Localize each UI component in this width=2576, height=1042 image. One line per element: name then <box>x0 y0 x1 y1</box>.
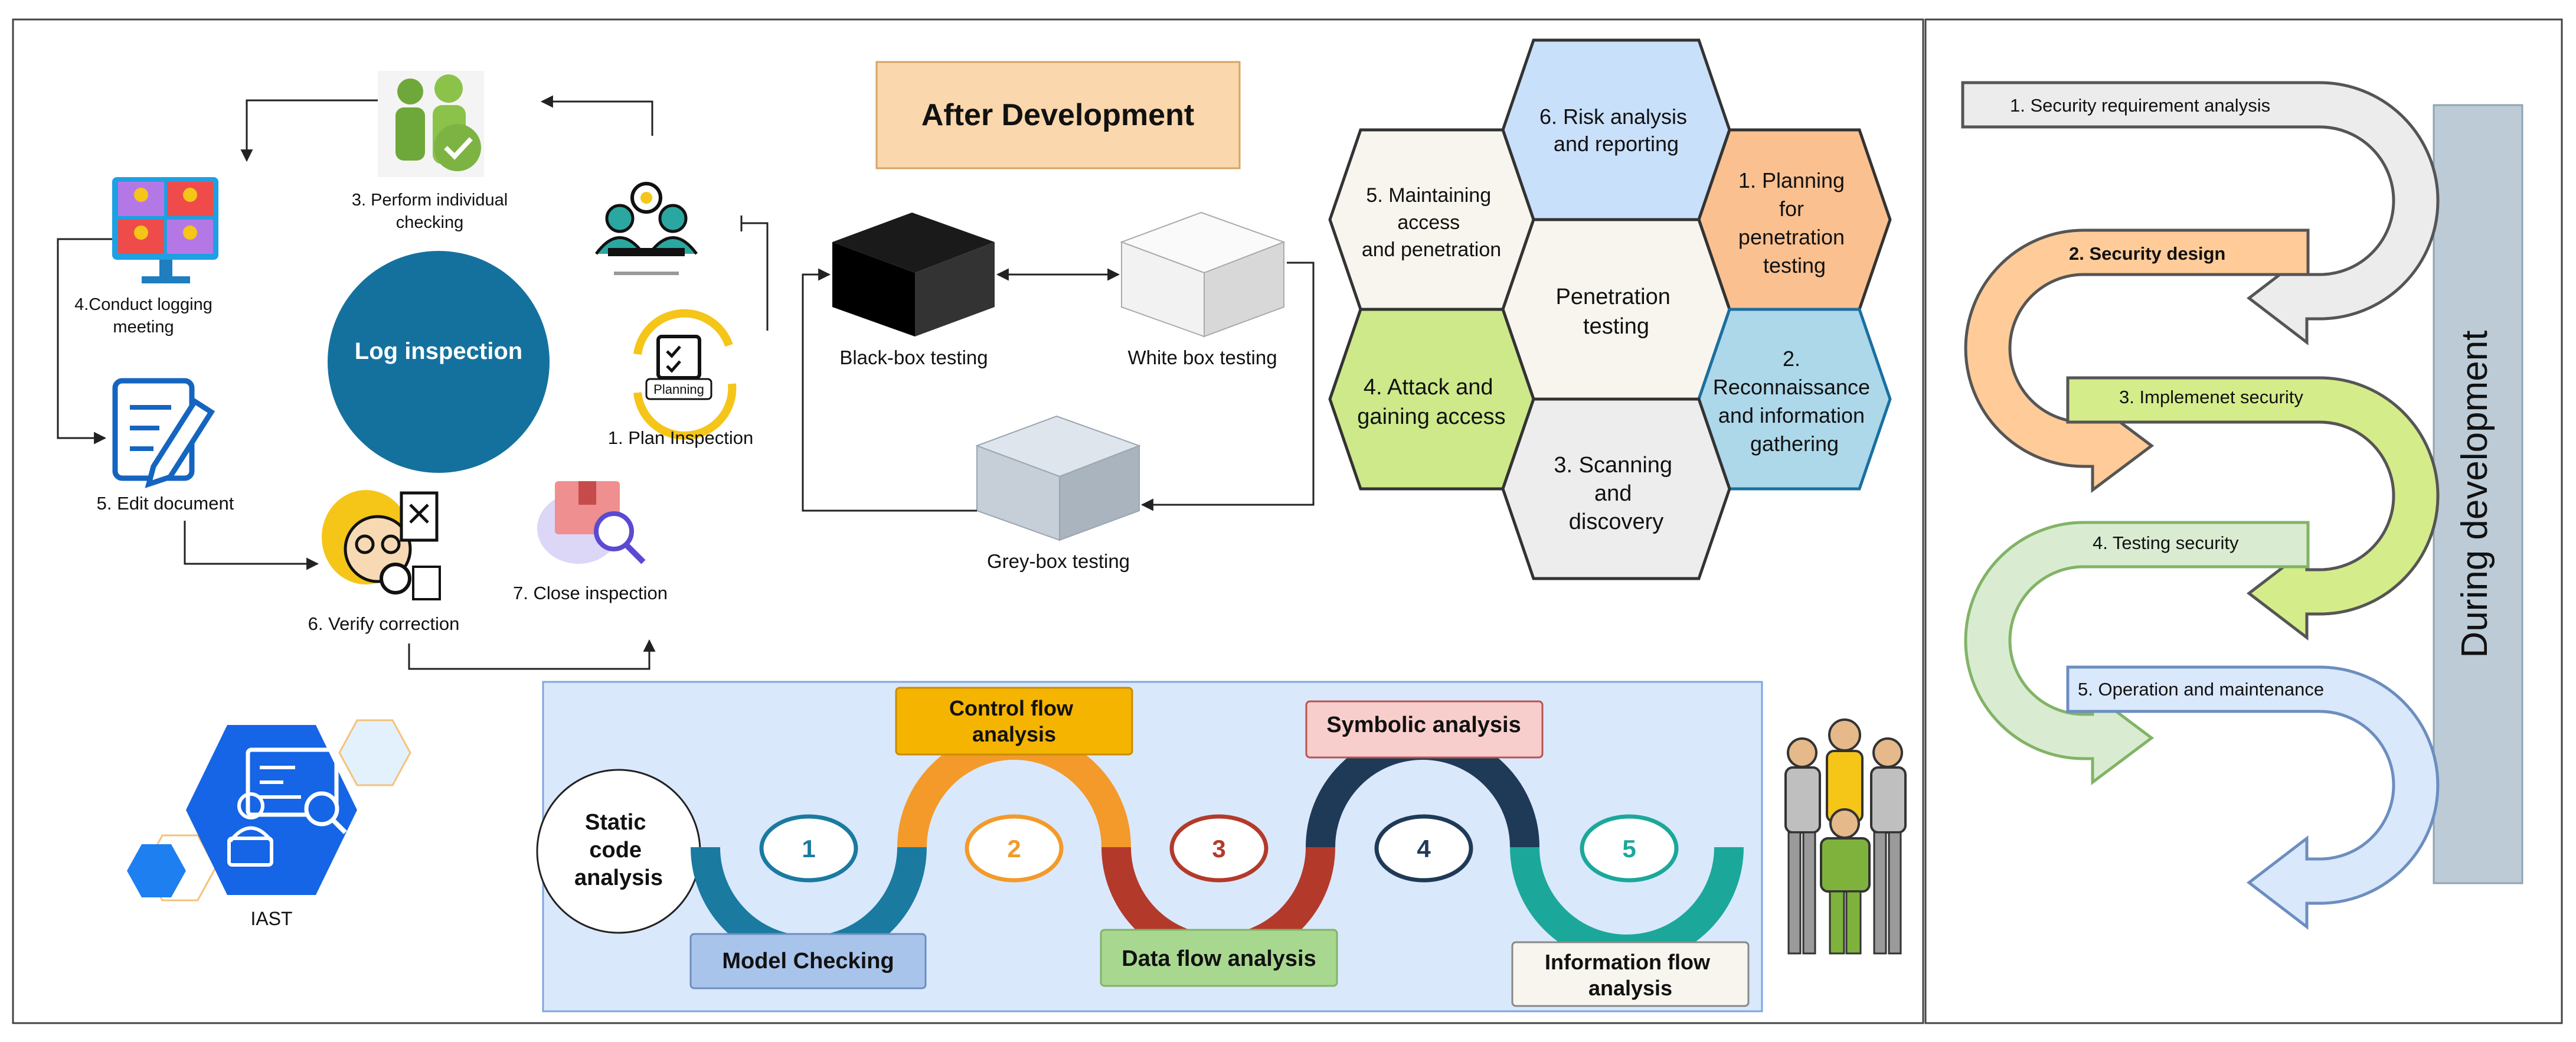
black-box-cube <box>832 213 995 337</box>
hex-scanning-shape <box>1501 397 1731 580</box>
spiral-step-5-label: 5. Operation and maintenance <box>2078 679 2324 700</box>
badge-1-number: 1 <box>802 835 815 863</box>
spiral-step-4-label: 4. Testing security <box>2093 533 2239 553</box>
spiral-step-3-label: 3. Implemenet security <box>2119 387 2303 407</box>
after-development-section: After Development Black-box testing Whit… <box>802 61 1315 572</box>
log-inspection-cycle: Log inspection Planning 1. Plan Inspecti… <box>57 71 769 670</box>
iast-code-icon <box>227 747 347 867</box>
badge-5 <box>1580 814 1679 883</box>
after-development-title: After Development <box>921 98 1194 132</box>
grey-box-label: Grey-box testing <box>987 550 1130 572</box>
edit-document-icon <box>112 378 215 488</box>
badge-4-number: 4 <box>1417 835 1431 863</box>
right-panel-frame <box>1924 18 2563 1024</box>
white-to-grey-connector <box>1140 262 1315 511</box>
plan-inspection-icon: Planning <box>633 309 737 440</box>
symbolic-box <box>1305 700 1544 759</box>
team-illustration <box>1784 718 1907 955</box>
hex-recon-shape <box>1697 308 1892 491</box>
verify-correction-icon <box>322 490 441 600</box>
video-meeting-icon <box>112 177 218 283</box>
information-flow-box <box>1511 941 1750 1007</box>
step3-label: 3. Perform individual <box>352 191 508 210</box>
grey-to-black-connector <box>802 268 977 512</box>
badge-3 <box>1169 814 1269 883</box>
black-box-label: Black-box testing <box>839 347 988 368</box>
hex-planning-text: 1. Planning for penetration testing <box>1738 168 1851 277</box>
log-inspection-title: Log inspection <box>355 338 522 364</box>
close-inspection-icon <box>537 481 646 564</box>
arrow-planning-to-meeting <box>741 222 769 331</box>
log-inspection-circle <box>328 251 550 473</box>
hex-scanning-text: 3. Scanning and discovery <box>1554 453 1678 534</box>
step4-label: 4.Conduct logging <box>74 295 213 314</box>
spiral-step-1-label: 1. Security requirement analysis <box>2010 95 2270 116</box>
spiral-arrow-3 <box>2066 376 2440 641</box>
static-analysis-section: Static code analysis 1 2 3 4 5 Model Che… <box>536 681 1763 1012</box>
spiral-arrow-4 <box>1964 521 2310 785</box>
step6-label: 6. Verify correction <box>308 613 460 634</box>
arrow-step4-to-step5 <box>57 238 112 445</box>
step7-label: 7. Close inspection <box>513 583 668 603</box>
left-panel-frame <box>12 18 1924 1024</box>
step3-label-2: checking <box>396 213 463 232</box>
spiral-arrow-1 <box>1961 81 2440 346</box>
hex-recon-text: 2. Reconnaissance and information gather… <box>1713 347 1876 456</box>
spiral-arrow-2 <box>1964 228 2310 493</box>
badge-2-number: 2 <box>1007 835 1021 863</box>
model-checking-label: Model Checking <box>722 949 894 974</box>
iast-section: IAST <box>127 719 411 929</box>
during-development-title: During development <box>2454 331 2495 658</box>
white-box-cube <box>1120 211 1286 338</box>
individual-checking-icon <box>378 71 484 177</box>
iast-label: IAST <box>250 908 292 929</box>
during-development-bar <box>2433 104 2523 884</box>
badge-1 <box>759 814 858 883</box>
hex-attack-text: 4. Attack and gaining access <box>1357 375 1505 429</box>
symbolic-label: Symbolic analysis <box>1326 713 1521 737</box>
badge-4 <box>1374 814 1473 883</box>
control-flow-label: Control flow analysis <box>949 696 1079 746</box>
badge-5-number: 5 <box>1622 835 1636 863</box>
control-flow-box <box>895 687 1133 756</box>
grey-box-cube <box>975 415 1141 541</box>
arrow-step3-to-step4 <box>240 99 378 162</box>
hex-risk-analysis-shape <box>1501 38 1731 221</box>
data-flow-label: Data flow analysis <box>1122 946 1316 971</box>
white-box-label: White box testing <box>1127 347 1277 368</box>
step-number-badges: 1 2 3 4 5 <box>759 814 1679 883</box>
meeting-icon <box>594 182 698 275</box>
arrow-step6-to-step7 <box>408 639 656 670</box>
step4-label-2: meeting <box>113 318 174 337</box>
spiral-arrow-5 <box>2066 665 2440 930</box>
hex-center-shape <box>1501 218 1731 401</box>
data-flow-box <box>1100 929 1338 987</box>
badge-2 <box>965 814 1064 883</box>
penetration-testing-honeycomb: 6. Risk analysis and reporting 5. Mainta… <box>1328 38 1892 580</box>
after-development-title-box <box>875 61 1241 169</box>
during-development-section: During development 1. Security requireme… <box>1961 81 2523 930</box>
spiral-step-2-label: 2. Security design <box>2069 243 2225 264</box>
planning-badge-label: Planning <box>653 382 704 397</box>
model-checking-box <box>689 933 927 989</box>
arrow-step5-to-step6 <box>184 521 319 570</box>
arrow-step1-to-step3 <box>540 95 653 136</box>
iast-small-hex-blue <box>127 844 186 897</box>
information-flow-label: Information flow analysis <box>1545 950 1716 1000</box>
step1-label: 1. Plan Inspection <box>608 427 753 448</box>
hex-center-text: Penetration testing <box>1556 285 1677 339</box>
iast-small-hex-outline-top <box>338 719 411 786</box>
badge-3-number: 3 <box>1212 835 1225 863</box>
step5-label: 5. Edit document <box>97 493 234 514</box>
hex-risk-text: 6. Risk analysis and reporting <box>1539 104 1693 156</box>
hex-maintaining-text: 5. Maintaining access and penetration <box>1362 184 1501 261</box>
static-analysis-title: Static code analysis <box>574 810 663 890</box>
